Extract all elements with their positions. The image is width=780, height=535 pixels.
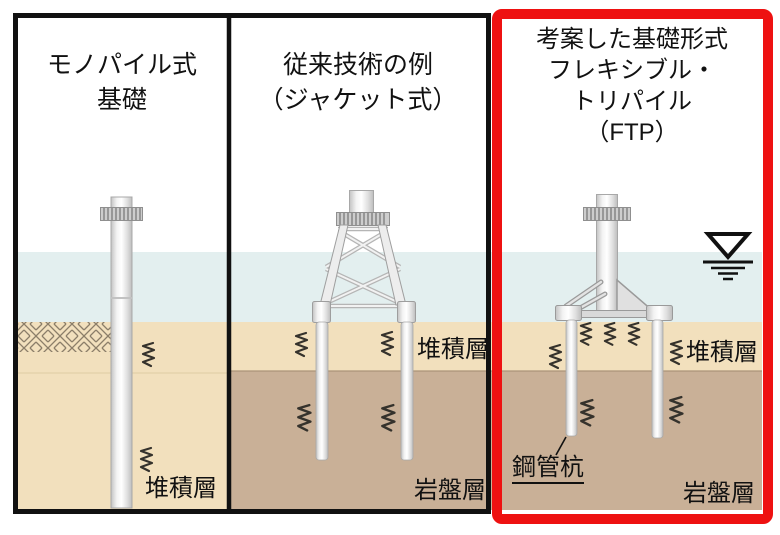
monopile-illustration — [100, 196, 156, 509]
pile-label-leader-line — [555, 436, 567, 456]
title-line: 基礎 — [96, 86, 147, 114]
title-line: 考案した基礎形式 — [536, 26, 728, 53]
title-line: （FTP） — [585, 119, 679, 146]
bedrock-label-ftp: 岩盤層 — [683, 480, 755, 507]
sediment-label-monopile: 堆積層 — [145, 475, 217, 502]
jacket-illustration — [294, 190, 416, 461]
sediment-label-jacket: 堆積層 — [417, 336, 489, 363]
pile-cap — [555, 305, 582, 321]
title-line: （ジャケット式） — [258, 86, 458, 114]
steel-pipe-pile — [651, 319, 664, 439]
title-line: トリパイル — [572, 88, 692, 115]
steel-pipe-pile — [565, 319, 578, 437]
panel-monopile-title: モノパイル式 基礎 — [22, 48, 222, 118]
panel-ftp-title: 考案した基礎形式 フレキシブル・ トリパイル （FTP） — [507, 24, 757, 148]
ground-hatch — [18, 322, 111, 352]
panel-jacket-title: 従来技術の例 （ジャケット式） — [238, 48, 478, 118]
pile-cap — [646, 305, 673, 321]
panel-frames — [13, 13, 491, 514]
ftp-illustration — [548, 194, 753, 456]
title-line: フレキシブル・ — [548, 57, 716, 84]
water-level-icon — [703, 232, 753, 281]
title-line: モノパイル式 — [46, 51, 197, 79]
pile — [315, 321, 329, 461]
bedrock-label-jacket: 岩盤層 — [414, 477, 486, 504]
steel-pipe-pile-label: 鋼管杭 — [512, 455, 584, 484]
pile — [400, 321, 414, 461]
base-beam — [568, 310, 660, 318]
sediment-label-ftp: 堆積層 — [686, 339, 758, 366]
sediment-band — [231, 322, 762, 371]
title-line: 従来技術の例 — [282, 51, 433, 79]
